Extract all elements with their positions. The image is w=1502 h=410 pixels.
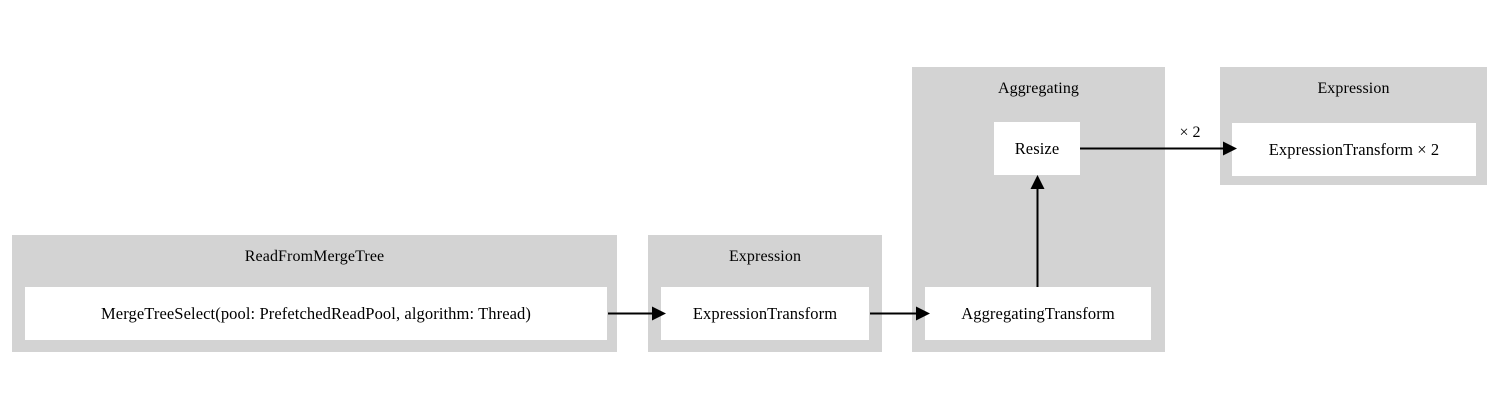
- cluster-title-read-from-merge-tree: ReadFromMergeTree: [244, 248, 385, 265]
- node-label-expression-transform-x2: ExpressionTransform × 2: [1268, 140, 1440, 159]
- cluster-title-aggregating: Aggregating: [997, 80, 1080, 97]
- node-label-aggregating-transform: AggregatingTransform: [961, 304, 1115, 323]
- node-merge-tree-select[interactable]: MergeTreeSelect(pool: PrefetchedReadPool…: [25, 287, 607, 340]
- node-label-resize: Resize: [1014, 139, 1060, 158]
- cluster-title-expression-1: Expression: [728, 248, 802, 265]
- cluster-title-expression-2: Expression: [1317, 80, 1390, 97]
- node-label-merge-tree-select: MergeTreeSelect(pool: PrefetchedReadPool…: [101, 304, 531, 323]
- node-expression-transform[interactable]: ExpressionTransform: [661, 287, 869, 340]
- node-aggregating-transform[interactable]: AggregatingTransform: [925, 287, 1151, 340]
- edge-label-resize-to-expressiontransform-x2: × 2: [1179, 124, 1201, 141]
- node-label-expression-transform: ExpressionTransform: [692, 304, 838, 323]
- node-expression-transform-x2[interactable]: ExpressionTransform × 2: [1232, 123, 1476, 176]
- node-resize[interactable]: Resize: [994, 122, 1080, 175]
